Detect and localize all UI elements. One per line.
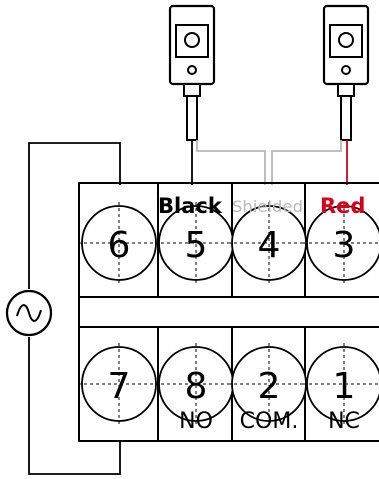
sensor-left-cable	[186, 95, 198, 141]
sensor-right-neck	[337, 83, 355, 97]
terminal-number-2: 2	[258, 366, 281, 407]
terminal-number-1: 1	[333, 366, 356, 407]
ac-loop	[28, 142, 121, 475]
sensor-right	[322, 4, 370, 141]
contact-label-nc: NC	[328, 409, 360, 434]
shielded-wire-label: Shielded	[232, 197, 303, 216]
terminal-number-4: 4	[258, 225, 281, 266]
sensor-left-neck	[183, 83, 201, 97]
terminal-block-outline	[78, 182, 379, 442]
contact-label-no: NO	[179, 409, 213, 434]
ac-source-icon	[5, 289, 53, 337]
sensor-left	[168, 4, 216, 141]
terminal-circles	[78, 202, 379, 425]
terminal-number-5: 5	[185, 225, 208, 266]
shielded-wire-left	[196, 140, 266, 185]
ac-source-wave	[16, 304, 42, 322]
sensor-left-indicator	[187, 65, 197, 75]
black-wire-label: Black	[158, 194, 223, 218]
sensor-wires	[191, 140, 348, 185]
sensor-left-lens	[184, 32, 200, 48]
sensor-right-lens	[338, 32, 354, 48]
terminal-number-8: 8	[185, 366, 208, 407]
terminal-number-7: 7	[108, 366, 131, 407]
sensor-right-cable	[340, 95, 352, 141]
terminal-number-3: 3	[333, 225, 356, 266]
shielded-wire-right	[271, 140, 342, 185]
terminal-number-6: 6	[108, 225, 131, 266]
ac-loop-bottom-wire	[28, 337, 121, 475]
red-wire-label: Red	[320, 194, 365, 218]
contact-label-com: COM.	[240, 409, 299, 434]
terminal-block	[78, 182, 379, 442]
sensor-right-indicator	[341, 65, 351, 75]
ac-loop-top-wire	[28, 142, 121, 289]
